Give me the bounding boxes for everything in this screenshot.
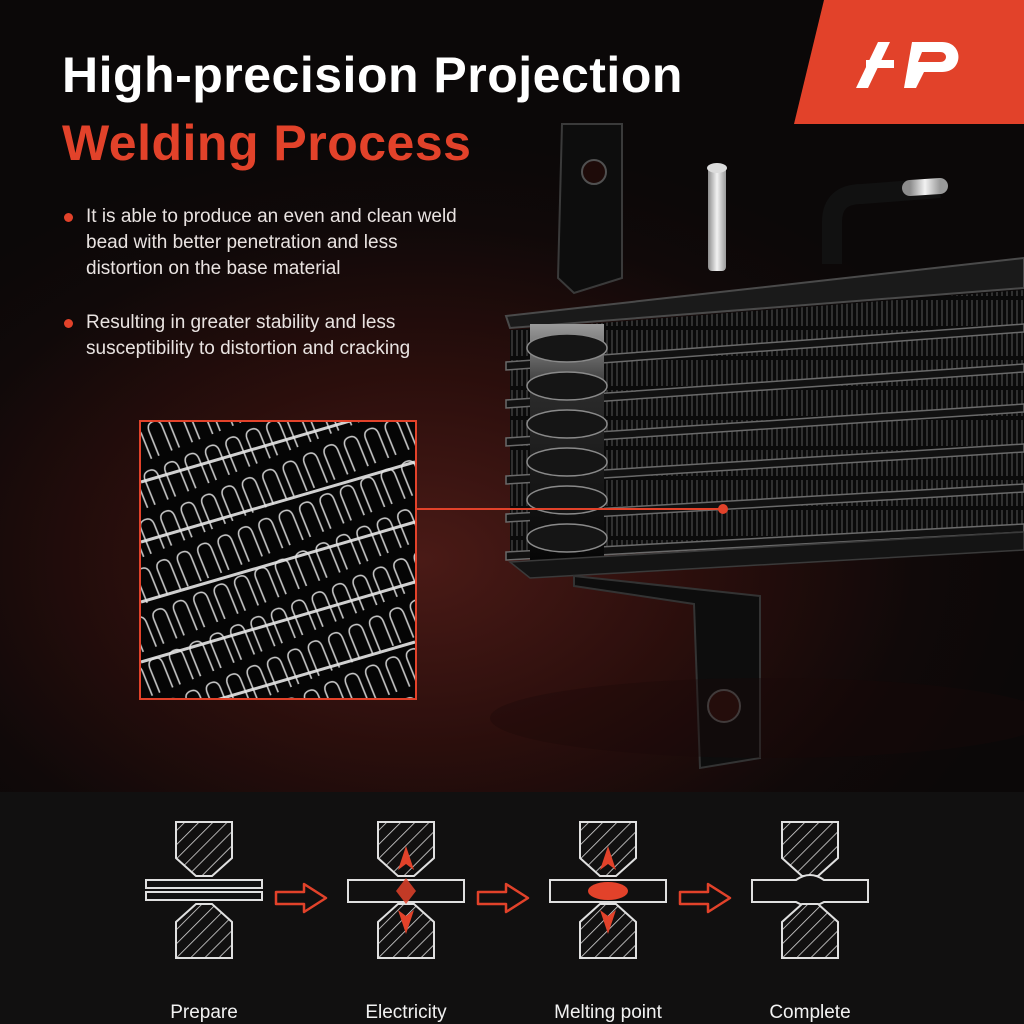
- callout-line: [417, 508, 723, 510]
- feature-list: It is able to produce an even and clean …: [62, 204, 462, 390]
- plates-separate-icon: [145, 821, 263, 959]
- melting-point-icon: [549, 821, 667, 959]
- feature-item: Resulting in greater stability and less …: [62, 310, 462, 362]
- arrow-right-icon: [274, 882, 328, 914]
- step-label: Prepare: [170, 1002, 238, 1023]
- bullet-dot-icon: [64, 213, 73, 222]
- callout-dot-icon: [718, 504, 728, 514]
- weld-complete-icon: [751, 821, 869, 959]
- page-subtitle: Welding Process: [62, 115, 472, 171]
- current-flow-icon: [347, 821, 465, 959]
- feature-item: It is able to produce an even and clean …: [62, 204, 462, 282]
- process-step-prepare: Prepare: [144, 820, 264, 1023]
- arrow-right-icon: [476, 882, 530, 914]
- step-label: Melting point: [554, 1002, 662, 1023]
- brand-logo-icon: [856, 42, 959, 88]
- bullet-dot-icon: [64, 319, 73, 328]
- page-title: High-precision Projection: [62, 47, 683, 103]
- process-steps: Prepare Electricity: [0, 792, 1024, 1024]
- oil-cooler-image: [470, 118, 1024, 778]
- step-label: Electricity: [365, 1002, 447, 1023]
- feature-text: It is able to produce an even and clean …: [86, 206, 457, 279]
- arrow-right-icon: [678, 882, 732, 914]
- feature-text: Resulting in greater stability and less …: [86, 312, 411, 359]
- brand-logo-badge: [794, 0, 1024, 124]
- process-step-complete: Complete: [750, 820, 870, 1023]
- process-step-melting-point: Melting point: [548, 820, 668, 1023]
- step-label: Complete: [769, 1002, 851, 1023]
- weld-closeup-image: [139, 420, 417, 700]
- process-step-electricity: Electricity: [346, 820, 466, 1023]
